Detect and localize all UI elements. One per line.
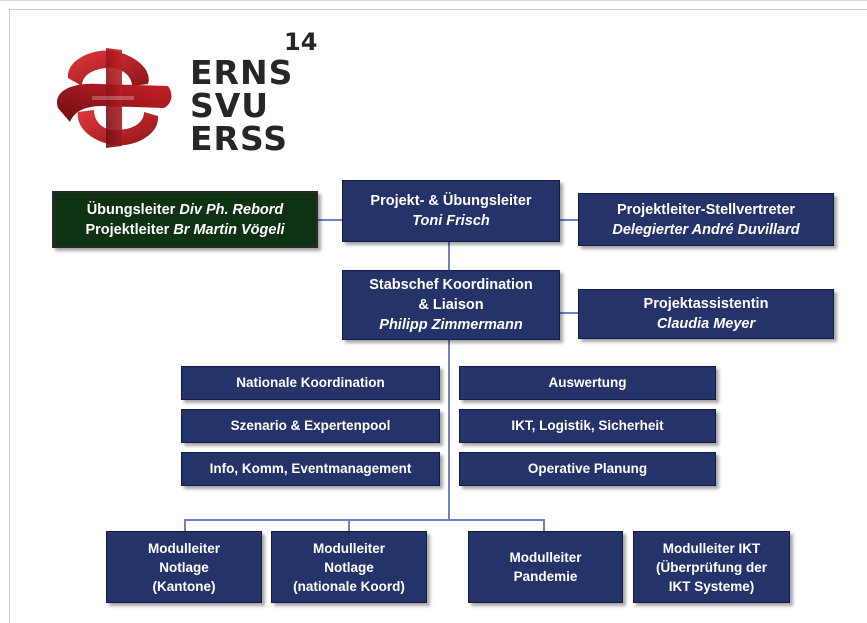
unit-evaluation: Auswertung <box>459 366 716 400</box>
box-label: Modulleiter <box>147 540 220 556</box>
box-label: Modulleiter IKT <box>662 540 761 556</box>
connector-mod-3 <box>543 519 545 531</box>
logo-line-erns: ERNS <box>190 53 294 92</box>
module-ict: Modulleiter IKT (Überprüfung der IKT Sys… <box>633 531 790 603</box>
deputy-box: Projektleiter-Stellvertreter Delegierter… <box>578 193 834 246</box>
box-label: Auswertung <box>548 375 627 390</box>
box-label: Modulleiter <box>509 550 582 565</box>
box-label: Info, Komm, Eventmanagement <box>209 461 412 476</box>
project-leader-name: Br Martin Vögeli <box>173 221 285 238</box>
exercise-leader-box: Übungsleiter Div Ph. Rebord Projektleite… <box>52 191 318 248</box>
unit-national-coordination: Nationale Koordination <box>181 366 440 400</box>
chief-of-staff-box: Stabschef Koordination & Liaison Philipp… <box>342 270 560 340</box>
exercise-leader-label: Übungsleiter <box>86 201 176 218</box>
connector-top-right <box>560 219 578 221</box>
box-label: Pandemie <box>513 569 578 584</box>
logo-wordmark: ERNS SVU ERSS <box>190 56 293 155</box>
box-label: Operative Planung <box>527 461 648 476</box>
chief-of-staff-line2: & Liaison <box>418 297 484 313</box>
assistant-name: Claudia Meyer <box>656 316 756 332</box>
unit-operative-planning: Operative Planung <box>459 452 716 486</box>
connector-top-left <box>316 219 342 221</box>
module-pandemic: Modulleiter Pandemie <box>468 531 623 603</box>
chief-of-staff-line1: Stabschef Koordination <box>369 277 533 293</box>
unit-info-comm-event: Info, Komm, Eventmanagement <box>181 452 440 486</box>
box-label: IKT, Logistik, Sicherheit <box>511 418 664 433</box>
top-border <box>0 0 867 1</box>
unit-scenario-expertpool: Szenario & Expertenpool <box>181 409 440 443</box>
box-label: IKT Systeme) <box>668 578 755 594</box>
connector-spine <box>448 340 450 520</box>
deputy-name: Delegierter André Duvillard <box>612 221 800 238</box>
unit-ict-logistics-security: IKT, Logistik, Sicherheit <box>459 409 716 443</box>
connector-center-1 <box>448 242 450 270</box>
connector-mod-1 <box>184 519 186 531</box>
box-label: Szenario & Expertenpool <box>230 418 391 433</box>
project-leader-label: Projektleiter <box>85 221 170 238</box>
assistant-box: Projektassistentin Claudia Meyer <box>578 289 834 339</box>
assistant-title: Projektassistentin <box>643 296 769 312</box>
logo-line-erss: ERSS <box>190 119 289 158</box>
logo-superscript: 14 <box>284 28 318 56</box>
connector-bus <box>184 519 545 521</box>
box-label: Notlage <box>159 559 209 575</box>
project-exercise-leader-box: Projekt- & Übungsleiter Toni Frisch <box>342 180 560 242</box>
module-emergency-national: Modulleiter Notlage (nationale Koord) <box>271 531 427 603</box>
connector-assistant <box>560 312 578 314</box>
box-label: (Kantone) <box>152 578 216 594</box>
project-exercise-leader-name: Toni Frisch <box>412 213 490 229</box>
deputy-title: Projektleiter-Stellvertreter <box>616 201 796 218</box>
chief-of-staff-name: Philipp Zimmermann <box>379 317 523 333</box>
page-frame <box>9 9 867 623</box>
connector-mod-2 <box>348 519 350 531</box>
box-label: (nationale Koord) <box>293 578 405 594</box>
module-emergency-cantons: Modulleiter Notlage (Kantone) <box>106 531 262 603</box>
box-label: (Überprüfung der <box>656 559 767 575</box>
exercise-leader-name: Div Ph. Rebord <box>179 201 284 218</box>
box-label: Modulleiter <box>312 540 385 556</box>
project-exercise-leader-title: Projekt- & Übungsleiter <box>370 193 532 209</box>
box-label: Nationale Koordination <box>236 375 385 390</box>
box-label: Notlage <box>324 559 374 575</box>
logo-line-svu: SVU <box>190 86 270 125</box>
logo-cross-icon <box>57 48 172 148</box>
